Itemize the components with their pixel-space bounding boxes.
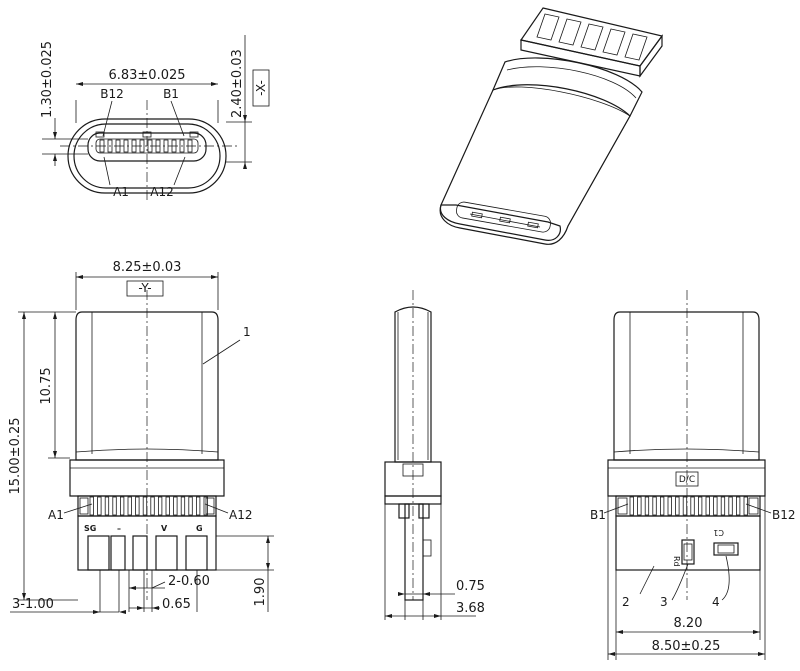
pcb-width-dim: 8.20 [674, 616, 703, 631]
top-pin [188, 496, 193, 516]
iso-pads [536, 13, 648, 61]
bottom-pin [720, 496, 726, 516]
label-c1: C1 [713, 528, 724, 537]
outer-width-dim: 8.50±0.25 [652, 639, 721, 654]
top-view: 8.25±0.03 -Y- 10.75 15.00±0.25 1 A1 A12 … [8, 260, 274, 614]
front-label-a12: A12 [150, 185, 173, 199]
label-rd: Rd [672, 556, 681, 567]
top-pin [104, 496, 110, 516]
top-pins [79, 496, 215, 516]
top-pin [157, 496, 163, 516]
top-pad [110, 535, 126, 571]
datum-y-label: -Y- [138, 281, 151, 295]
front-height-dim: 1.30±0.025 [40, 41, 55, 118]
top-pin [195, 496, 201, 516]
front-label-b1: B1 [163, 87, 179, 101]
top-pad [132, 535, 148, 571]
top-pin [112, 496, 117, 516]
top-pin [150, 496, 155, 516]
top-label-a1: A1 [48, 508, 64, 522]
bottom-pin [660, 496, 665, 516]
top-pin [135, 496, 140, 516]
front-label-b12: B12 [100, 87, 124, 101]
iso-pad [624, 33, 648, 61]
iso-pad [558, 18, 582, 46]
pitch-dim: 2-0.60 [168, 574, 210, 589]
bottom-pin [652, 496, 657, 516]
body-width-dim: 8.25±0.03 [113, 260, 182, 275]
top-pin [180, 496, 186, 516]
bottom-pins [617, 496, 759, 516]
front-latch [95, 131, 105, 138]
bottom-pin [637, 496, 642, 516]
top-pin-end [79, 497, 89, 515]
bottom-pin [644, 496, 650, 516]
top-label-a12: A12 [229, 508, 252, 522]
callout-1: 1 [243, 325, 251, 339]
side-view: 0.75 3.68 [384, 290, 485, 620]
bottom-pin [705, 496, 710, 516]
bottom-pin [667, 496, 672, 516]
top-pin [89, 496, 94, 516]
iso-pad [536, 13, 560, 41]
front-contact [107, 139, 113, 153]
top-pin [142, 496, 148, 516]
bottom-pin [629, 496, 634, 516]
upper-length-dim: 10.75 [39, 367, 54, 404]
pad-label-sg: SG [84, 524, 96, 533]
bottom-pin [743, 496, 748, 516]
iso-pad [602, 28, 626, 56]
side-height-dim: 2.40±0.03 [230, 49, 245, 118]
front-view: 6.83±0.025 1.30±0.025 2.40±0.03 -X- B12 … [40, 35, 270, 200]
bottom-pin-end [617, 497, 628, 515]
bottom-pin [728, 496, 733, 516]
bottom-pin [698, 496, 703, 516]
callout-2: 2 [622, 595, 630, 609]
total-length-dim: 15.00±0.25 [8, 417, 23, 494]
top-pads [87, 535, 208, 571]
callout-4: 4 [712, 595, 720, 609]
bottom-pin-end [748, 497, 759, 515]
bottom-pin [713, 496, 718, 516]
pad-width-dim: 3-1.00 [12, 597, 54, 612]
datum-x-label: -X- [254, 80, 268, 96]
isometric-view [439, 7, 664, 245]
gap-dim: 0.65 [162, 597, 191, 612]
bottom-label-b12: B12 [772, 508, 796, 522]
top-pin [203, 496, 208, 516]
side-total-dim: 3.68 [456, 601, 485, 616]
pad-height-dim: 1.90 [253, 578, 268, 607]
bottom-label-b1: B1 [590, 508, 606, 522]
top-pad [185, 535, 208, 571]
pad-label-g: G [196, 524, 203, 533]
front-label-a1: A1 [113, 185, 129, 199]
iso-pad [580, 23, 604, 51]
top-pin-end [205, 497, 215, 515]
pad-label-minus: – [117, 524, 121, 533]
bottom-view: D/C Rd C1 B1 B12 2 3 4 8.20 [590, 290, 796, 660]
top-pad [155, 535, 178, 571]
top-pin [97, 496, 102, 516]
side-thickness-dim: 0.75 [456, 579, 485, 594]
top-pin [120, 496, 125, 516]
front-contact [179, 139, 185, 153]
front-width-dim: 6.83±0.025 [108, 68, 185, 83]
callout-3: 3 [660, 595, 668, 609]
bottom-pin [682, 496, 688, 516]
top-pin [165, 496, 170, 516]
bottom-pin [675, 496, 680, 516]
front-latch [189, 131, 199, 138]
top-pad [87, 535, 110, 571]
bottom-pin [690, 496, 695, 516]
pad-label-v: V [161, 524, 168, 533]
bottom-pin [736, 496, 741, 516]
top-pin [127, 496, 132, 516]
top-pin [173, 496, 178, 516]
